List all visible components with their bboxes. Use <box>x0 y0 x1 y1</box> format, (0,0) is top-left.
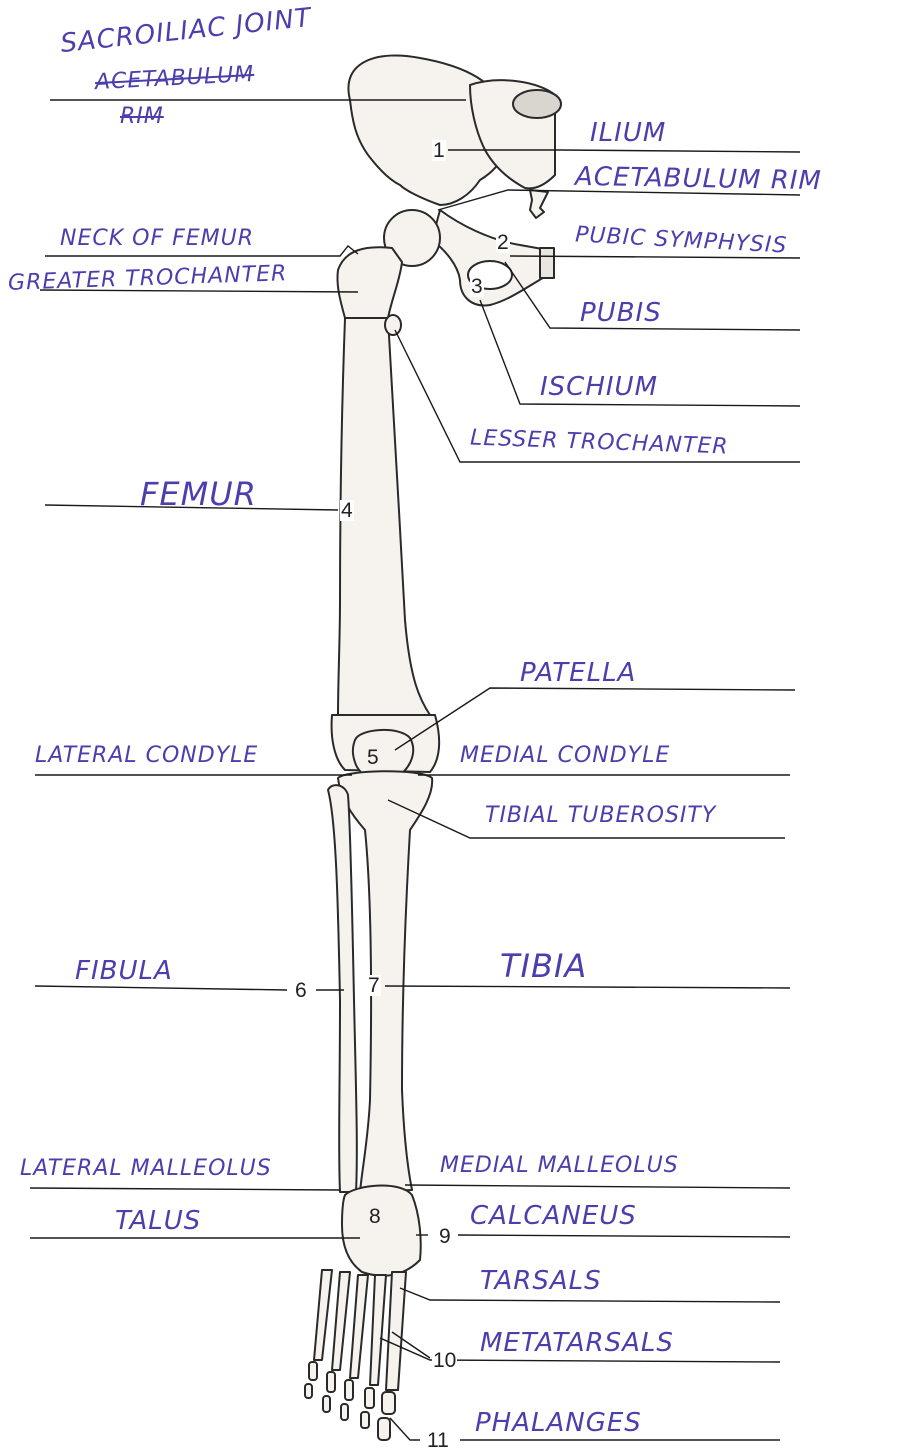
sacrum-surface <box>513 90 561 118</box>
number-9: 9 <box>438 1226 452 1247</box>
label-femur: FEMUR <box>140 478 257 510</box>
label-patella: PATELLA <box>520 660 636 686</box>
label-pubis: PUBIS <box>580 300 662 326</box>
lesser-trochanter-bone <box>385 315 401 335</box>
tarsal-bones <box>342 1186 421 1276</box>
label-tibial-tuberosity: TIBIAL TUBEROSITY <box>485 805 716 827</box>
fibula-bone <box>328 785 357 1192</box>
number-7: 7 <box>367 975 381 996</box>
number-1: 1 <box>432 140 446 161</box>
label-phalanges: PHALANGES <box>475 1410 642 1436</box>
pubic-symphysis-block <box>540 248 554 278</box>
number-8: 8 <box>368 1206 382 1227</box>
number-11: 11 <box>426 1430 450 1451</box>
coccyx-bone <box>530 190 548 218</box>
pubis-ischium-bone <box>432 210 548 305</box>
label-tarsals: TARSALS <box>480 1268 602 1294</box>
label-lateral-malleolus: LATERAL MALLEOLUS <box>20 1158 272 1180</box>
label-acetabulum-rim: ACETABULUM RIM <box>575 164 822 194</box>
label-ilium: ILIUM <box>590 120 666 146</box>
number-10: 10 <box>432 1350 457 1371</box>
label-talus: TALUS <box>115 1208 201 1234</box>
label-metatarsals: METATARSALS <box>480 1330 674 1356</box>
label-tibia: TIBIA <box>500 950 587 982</box>
number-6: 6 <box>294 980 308 1001</box>
number-5: 5 <box>366 747 380 768</box>
label-medial-malleolus: MEDIAL MALLEOLUS <box>440 1155 679 1177</box>
number-2: 2 <box>496 232 510 253</box>
label-neck-of-femur: NECK OF FEMUR <box>60 228 254 250</box>
label-rim-struck: RIM <box>120 106 164 128</box>
label-ischium: ISCHIUM <box>540 374 658 400</box>
label-calcaneus: CALCANEUS <box>470 1203 637 1229</box>
label-fibula: FIBULA <box>75 958 173 984</box>
femur-neck <box>337 247 402 318</box>
label-lateral-condyle: LATERAL CONDYLE <box>35 745 258 767</box>
number-4: 4 <box>340 500 354 521</box>
number-3: 3 <box>470 276 484 297</box>
label-medial-condyle: MEDIAL CONDYLE <box>460 745 670 767</box>
